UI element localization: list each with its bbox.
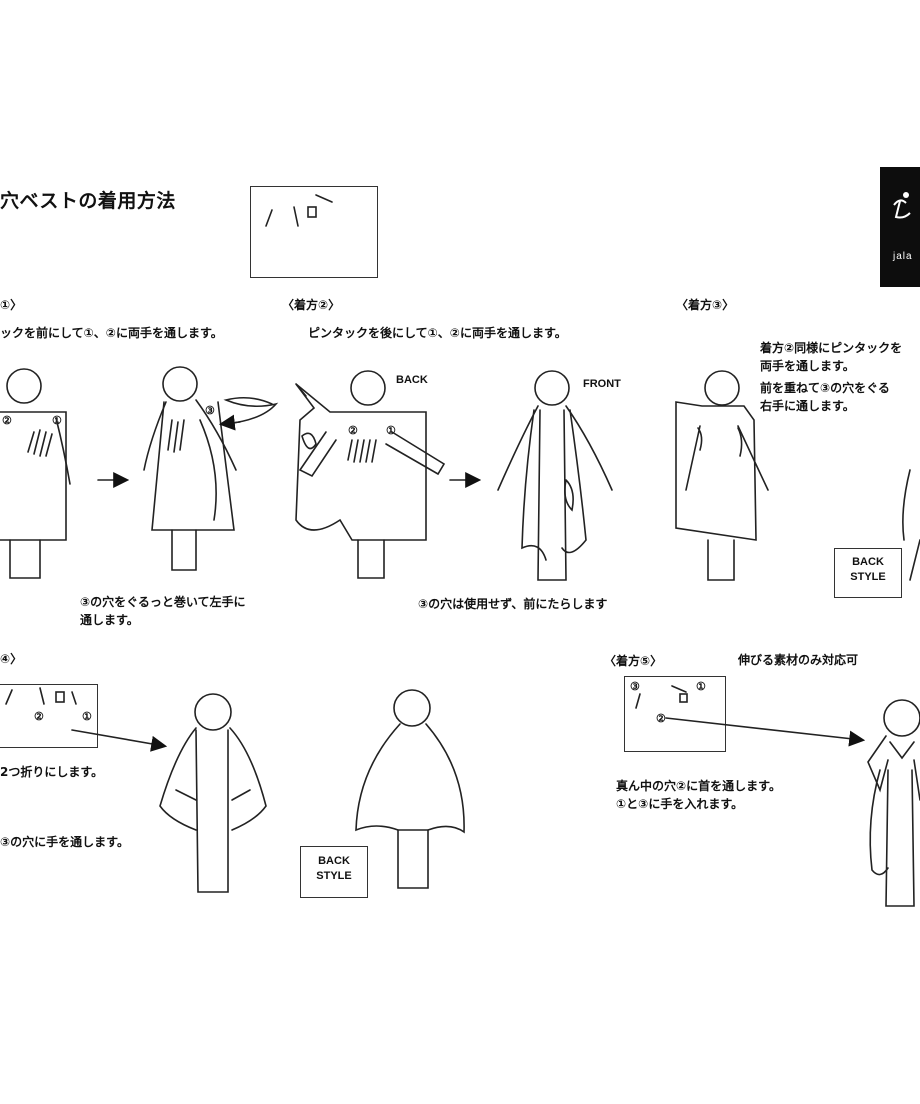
step3-figure bbox=[675, 370, 920, 581]
step4-back-style-line1: BACK bbox=[318, 855, 350, 867]
brand-logo: jala bbox=[880, 167, 920, 287]
step4-back-style-box: BACK STYLE bbox=[300, 846, 368, 898]
mark-two: ② bbox=[348, 425, 358, 437]
step3-back-style-box: BACK STYLE bbox=[834, 548, 902, 598]
step4-fabric-box bbox=[0, 684, 98, 748]
mark-one: ① bbox=[386, 425, 396, 437]
step2-instruction: ピンタックを後にして①、②に両手を通します。 bbox=[308, 326, 567, 340]
step3-line-4: 右手に通します。 bbox=[760, 399, 855, 413]
step5-fabric-box bbox=[624, 676, 726, 752]
step5-subheading: 伸びる素材のみ対応可 bbox=[738, 653, 859, 667]
step2-back-label: BACK bbox=[396, 374, 428, 386]
mark-three: ③ bbox=[630, 681, 640, 693]
mark-two: ② bbox=[2, 415, 12, 427]
step3-back-style-line2: STYLE bbox=[850, 571, 886, 583]
logo-text: jala bbox=[893, 251, 913, 262]
step4-back-style-line2: STYLE bbox=[316, 870, 352, 882]
step1-figure-b bbox=[143, 366, 279, 571]
step5-figure bbox=[867, 699, 920, 907]
mark-two: ② bbox=[34, 711, 44, 723]
step2-back-figure bbox=[295, 370, 446, 579]
step2-front-figure bbox=[497, 370, 613, 581]
step5-heading: 〈着方⑤〉 bbox=[604, 654, 663, 668]
step2-heading: 〈着方②〉 bbox=[282, 298, 341, 312]
logo-figure-icon bbox=[893, 192, 911, 219]
mark-one: ① bbox=[82, 711, 92, 723]
title-diagram-marks bbox=[265, 194, 333, 227]
step1-instruction: ックを前にして①、②に両手を通します。 bbox=[0, 326, 223, 340]
step4-instruction1: 2つ折りにします。 bbox=[0, 765, 104, 779]
step1-figure-a bbox=[0, 368, 71, 579]
step4-heading: ④〉 bbox=[0, 652, 23, 666]
page-title: 穴ベストの着用方法 bbox=[0, 190, 176, 212]
step3-back-style-line1: BACK bbox=[852, 556, 884, 568]
mark-two: ② bbox=[656, 713, 666, 725]
step4-figure-front bbox=[159, 693, 267, 893]
step2-note: ③の穴は使用せず、前にたらします bbox=[418, 597, 608, 611]
step3-heading: 〈着方③〉 bbox=[676, 298, 735, 312]
mark-three: ③ bbox=[205, 405, 215, 417]
step4-figure-back bbox=[355, 689, 465, 889]
fabric-diagram-box bbox=[250, 186, 378, 278]
step4-instruction2: ③の穴に手を通します。 bbox=[0, 835, 129, 849]
step1-note-line2: 通します。 bbox=[80, 613, 139, 627]
step3-line-1: 着方②同様にピンタックを bbox=[760, 341, 903, 355]
step4-box-marks bbox=[5, 687, 168, 752]
step5-line2: ①と③に手を入れます。 bbox=[616, 797, 744, 811]
mark-one: ① bbox=[696, 681, 706, 693]
step2-front-label: FRONT bbox=[583, 378, 621, 390]
step1-heading: ①〉 bbox=[0, 298, 23, 312]
step5-line1: 真ん中の穴②に首を通します。 bbox=[616, 779, 781, 793]
step1-note-line1: ③の穴をぐるっと巻いて左手に bbox=[80, 595, 246, 609]
step5-box-marks bbox=[635, 685, 866, 747]
step3-line-3: 前を重ねて③の穴をぐる bbox=[760, 381, 890, 395]
step3-line-2: 両手を通します。 bbox=[760, 359, 855, 373]
